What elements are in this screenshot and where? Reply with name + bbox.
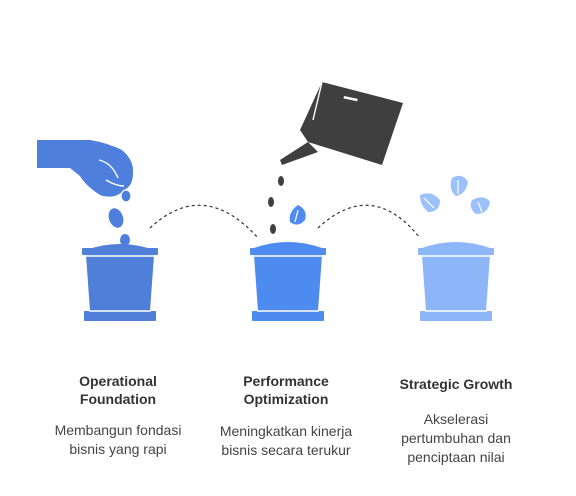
- connector-arc-2: [317, 204, 421, 239]
- stage-title: Operational Foundation: [79, 373, 157, 407]
- watering-can-icon: [280, 81, 403, 165]
- seed-icon: [108, 208, 130, 246]
- sprout-leaf-icon: [420, 175, 490, 214]
- stage-title: Performance Optimization: [243, 373, 329, 407]
- stage-description: Meningkatkan kinerja bisnis secara teruk…: [219, 423, 353, 458]
- stage-strategic-growth: Strategic Growth Akselerasi pertumbuhan …: [371, 375, 541, 467]
- water-drop-icon: [268, 176, 284, 234]
- connector-arc-1: [149, 204, 259, 239]
- stage-performance-optimization: Performance Optimization Meningkatkan ki…: [201, 372, 371, 460]
- stage-description: Akselerasi pertumbuhan dan penciptaan ni…: [401, 411, 511, 465]
- pot-icon: [82, 244, 158, 321]
- stage-title: Strategic Growth: [399, 376, 513, 392]
- stage-operational-foundation: Operational Foundation Membangun fondasi…: [33, 372, 203, 459]
- pot-icon: [418, 242, 494, 321]
- stage-description: Membangun fondasi bisnis yang rapi: [54, 422, 182, 457]
- sprout-leaf-icon: [289, 205, 306, 225]
- pot-icon: [250, 242, 326, 321]
- hand-icon: [37, 140, 134, 203]
